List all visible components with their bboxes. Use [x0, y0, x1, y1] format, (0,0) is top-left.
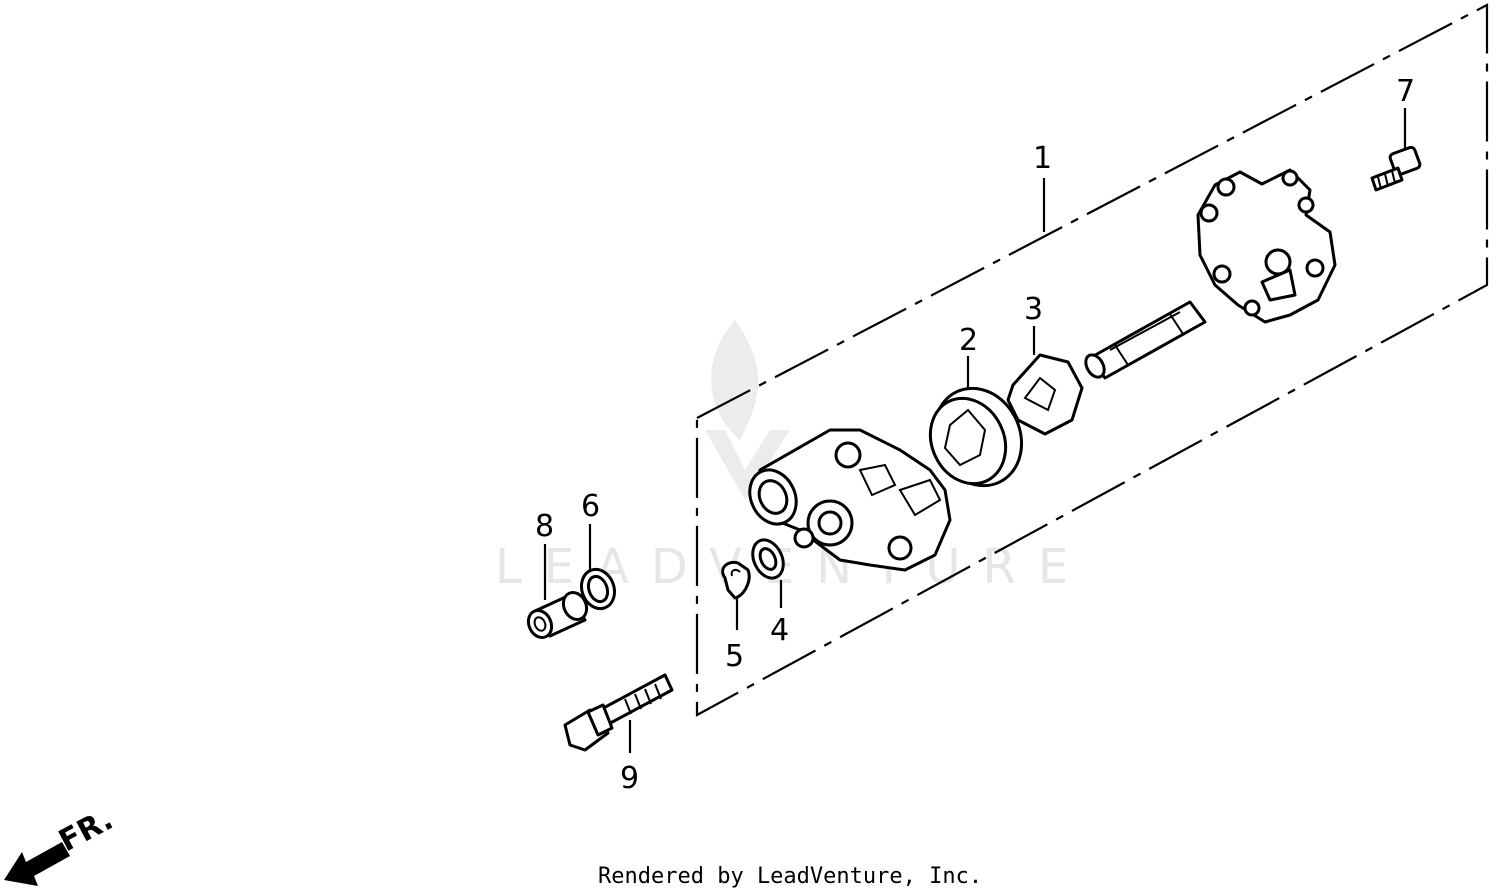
credit-text: Rendered by LeadVenture, Inc.: [598, 864, 982, 889]
front-direction-indicator: FR.: [4, 802, 119, 886]
callout-7: 7: [1396, 74, 1415, 109]
pump-cover: [1196, 168, 1337, 324]
callout-4: 4: [770, 613, 789, 648]
pump-shaft: [1084, 300, 1207, 380]
outer-rotor-2: [928, 386, 1024, 488]
callout-5: 5: [725, 639, 744, 674]
pump-body: [748, 428, 952, 572]
leader-lines: [543, 108, 1407, 753]
o-ring-6: [579, 567, 617, 611]
bolt-7: [1370, 145, 1422, 192]
clip-5: [721, 560, 751, 600]
callout-2: 2: [959, 323, 978, 358]
bolt-9: [563, 673, 674, 752]
callout-3: 3: [1024, 292, 1043, 327]
washer-4: [751, 538, 785, 580]
assembly-outline: [695, 3, 1489, 717]
inner-rotor-3: [1006, 353, 1084, 436]
callout-6: 6: [581, 489, 600, 524]
front-arrow-icon: [4, 842, 70, 886]
dowel-pin-8: [526, 590, 589, 640]
callout-1: 1: [1033, 141, 1052, 176]
callout-9: 9: [620, 761, 639, 796]
callout-8: 8: [535, 509, 554, 544]
